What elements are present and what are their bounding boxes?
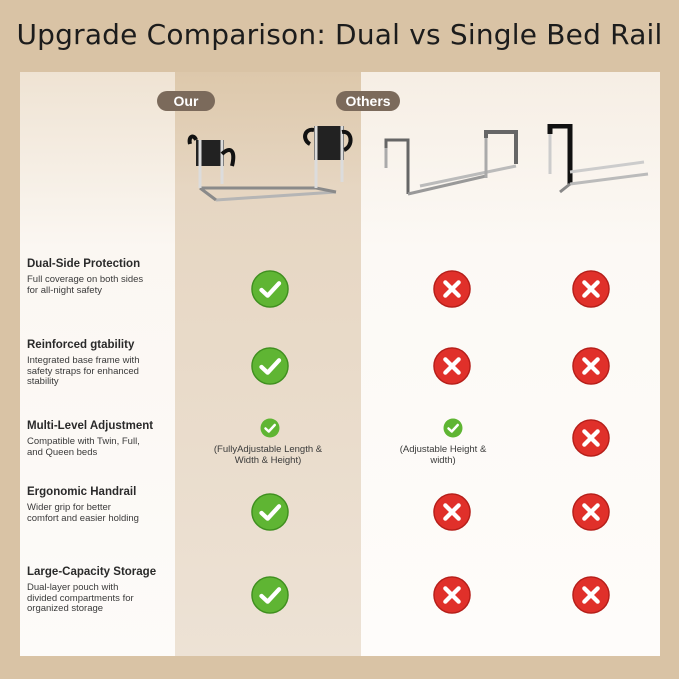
check-circle-icon (251, 576, 289, 614)
check-circle-icon (251, 493, 289, 531)
feature-title: Large-Capacity Storage (27, 566, 157, 578)
page-title: Upgrade Comparison: Dual vs Single Bed R… (16, 18, 663, 51)
feature-dual-side-protection: Dual-Side Protection Full coverage on bo… (27, 258, 167, 296)
feature-title: Multi-Level Adjustment (27, 420, 154, 432)
features-column (20, 72, 175, 656)
x-circle-icon (433, 576, 471, 614)
other-bed-rail-1-image (380, 128, 525, 203)
check-circle-icon (260, 418, 280, 438)
comparison-panel (20, 72, 660, 656)
x-circle-icon (572, 576, 610, 614)
feature-description: Compatible with Twin, Full, and Queen be… (27, 436, 140, 458)
other-bed-rail-2-image (540, 124, 655, 199)
check-circle-icon (251, 270, 289, 308)
check-circle-icon (443, 418, 463, 438)
feature-description: Wider grip for better comfort and easier… (27, 502, 139, 524)
others-label: Others (336, 91, 400, 111)
others-column (361, 72, 660, 656)
x-circle-icon (433, 347, 471, 385)
x-circle-icon (433, 270, 471, 308)
feature-ergonomic-handrail: Ergonomic Handrail Wider grip for better… (27, 486, 167, 524)
feature-reinforced-stability: Reinforced gtability Integrated base fra… (27, 339, 167, 388)
feature-description: Integrated base frame with safety straps… (27, 355, 140, 387)
check-circle-icon (251, 347, 289, 385)
x-circle-icon (572, 493, 610, 531)
feature-title: Dual-Side Protection (27, 258, 141, 270)
our-adjustment-note: (FullyAdjustable Length & Width & Height… (213, 444, 323, 466)
our-label: Our (157, 91, 215, 111)
x-circle-icon (572, 419, 610, 457)
feature-multi-level-adjustment: Multi-Level Adjustment Compatible with T… (27, 420, 167, 458)
x-circle-icon (572, 347, 610, 385)
feature-description: Dual-layer pouch with divided compartmen… (27, 582, 134, 614)
feature-large-capacity-storage: Large-Capacity Storage Dual-layer pouch … (27, 566, 167, 615)
feature-description: Full coverage on both sides for all-nigh… (27, 274, 144, 296)
feature-title: Ergonomic Handrail (27, 486, 137, 498)
other-adjustment-note: (Adjustable Height & width) (399, 444, 487, 466)
our-bed-rail-image (186, 120, 356, 212)
x-circle-icon (433, 493, 471, 531)
feature-title: Reinforced gtability (27, 339, 135, 351)
x-circle-icon (572, 270, 610, 308)
